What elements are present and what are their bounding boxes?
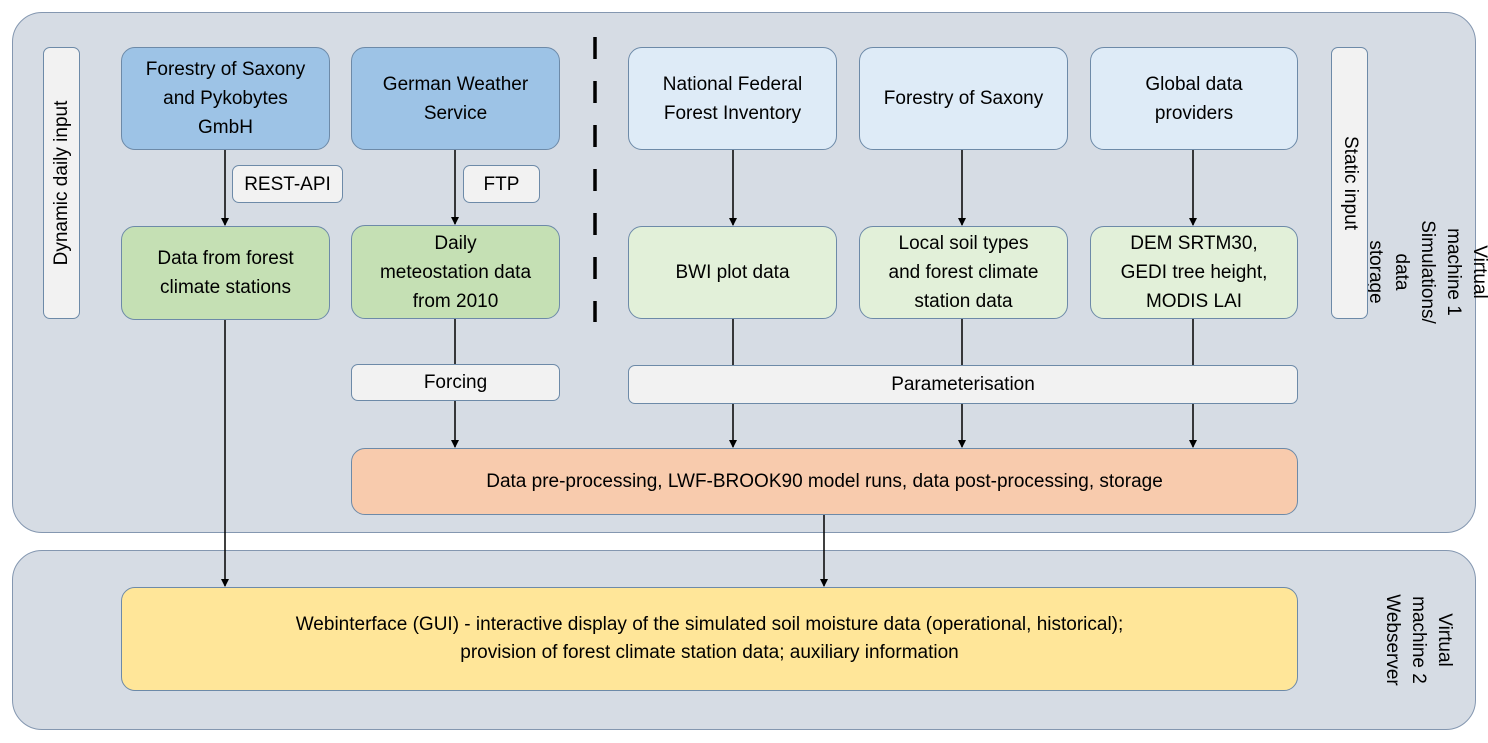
source-forestry-saxony: Forestry of Saxony [859, 47, 1068, 150]
parameterisation-label: Parameterisation [628, 365, 1298, 404]
static-input-label: Static input [1331, 47, 1368, 319]
source-global-data-providers: Global data providers [1090, 47, 1298, 150]
data-forest-climate-stations: Data from forest climate stations [121, 226, 330, 320]
dynamic-input-label: Dynamic daily input [43, 47, 80, 319]
data-dem-gedi-modis: DEM SRTM30, GEDI tree height, MODIS LAI [1090, 226, 1298, 319]
ftp-label: FTP [463, 165, 540, 203]
data-local-soil: Local soil types and forest climate stat… [859, 226, 1068, 319]
processing-box: Data pre-processing, LWF-BROOK90 model r… [351, 448, 1298, 515]
webinterface-box: Webinterface (GUI) - interactive display… [121, 587, 1298, 691]
rest-api-label: REST-API [232, 165, 343, 203]
source-national-forest-inventory: National Federal Forest Inventory [628, 47, 837, 150]
forcing-label: Forcing [351, 364, 560, 401]
data-daily-meteostation: Daily meteostation data from 2010 [351, 225, 560, 319]
source-german-weather-service: German Weather Service [351, 47, 560, 150]
data-bwi-plot: BWI plot data [628, 226, 837, 319]
source-forestry-pykobytes: Forestry of Saxony and Pykobytes GmbH [121, 47, 330, 150]
